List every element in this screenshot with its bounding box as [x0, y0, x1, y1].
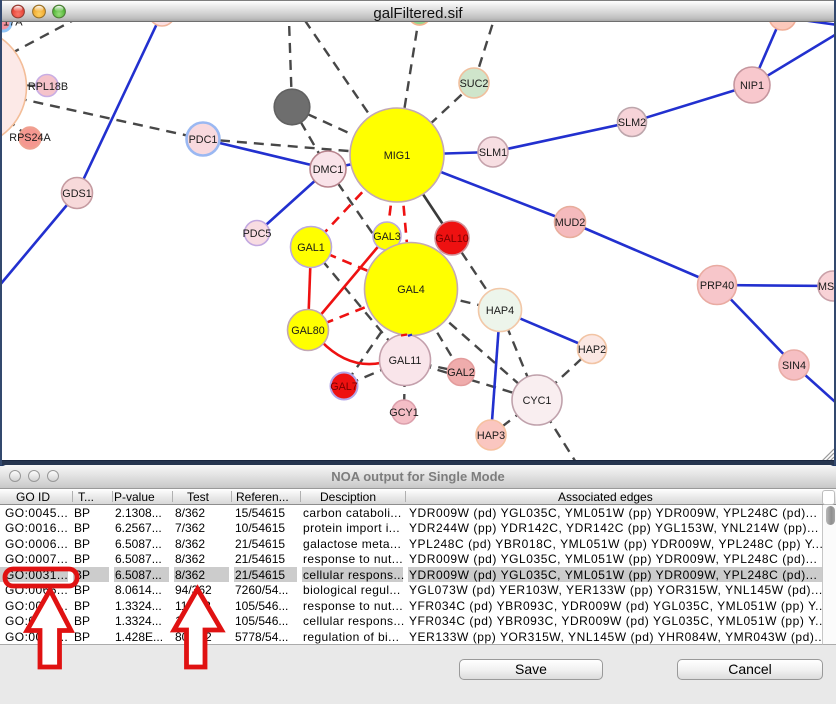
svg-text:RPS24A: RPS24A — [9, 132, 51, 144]
svg-text:HAP2: HAP2 — [578, 344, 606, 356]
svg-text:17A: 17A — [3, 22, 23, 29]
svg-text:NIP1: NIP1 — [740, 80, 764, 92]
svg-text:MUD2: MUD2 — [555, 217, 586, 229]
svg-text:GAL1: GAL1 — [297, 242, 325, 254]
svg-text:GAL80: GAL80 — [291, 325, 325, 337]
svg-text:GAL11: GAL11 — [389, 355, 422, 367]
svg-text:HAP3: HAP3 — [477, 430, 505, 442]
svg-text:GCY1: GCY1 — [389, 407, 418, 419]
svg-text:GAL10: GAL10 — [435, 233, 469, 245]
svg-text:SIN4: SIN4 — [782, 360, 806, 372]
svg-text:SUC2: SUC2 — [460, 78, 489, 90]
svg-text:HAP4: HAP4 — [486, 305, 514, 317]
svg-text:PDC5: PDC5 — [243, 228, 272, 240]
svg-text:SLM2: SLM2 — [618, 117, 646, 129]
svg-text:DMC1: DMC1 — [313, 164, 344, 176]
svg-text:GAL3: GAL3 — [373, 231, 401, 243]
svg-text:PDC1: PDC1 — [189, 134, 218, 146]
svg-text:CYC1: CYC1 — [523, 395, 552, 407]
svg-text:GAL4: GAL4 — [397, 284, 425, 296]
svg-text:MSN5: MSN5 — [818, 281, 834, 293]
svg-text:PRP40: PRP40 — [700, 280, 734, 292]
svg-text:MIG1: MIG1 — [384, 150, 410, 162]
svg-text:SLM1: SLM1 — [479, 147, 507, 159]
svg-text:GDS1: GDS1 — [62, 188, 91, 200]
svg-text:RPL18B: RPL18B — [28, 81, 68, 93]
svg-text:GAL7: GAL7 — [330, 381, 358, 393]
svg-text:GAL2: GAL2 — [447, 367, 475, 379]
